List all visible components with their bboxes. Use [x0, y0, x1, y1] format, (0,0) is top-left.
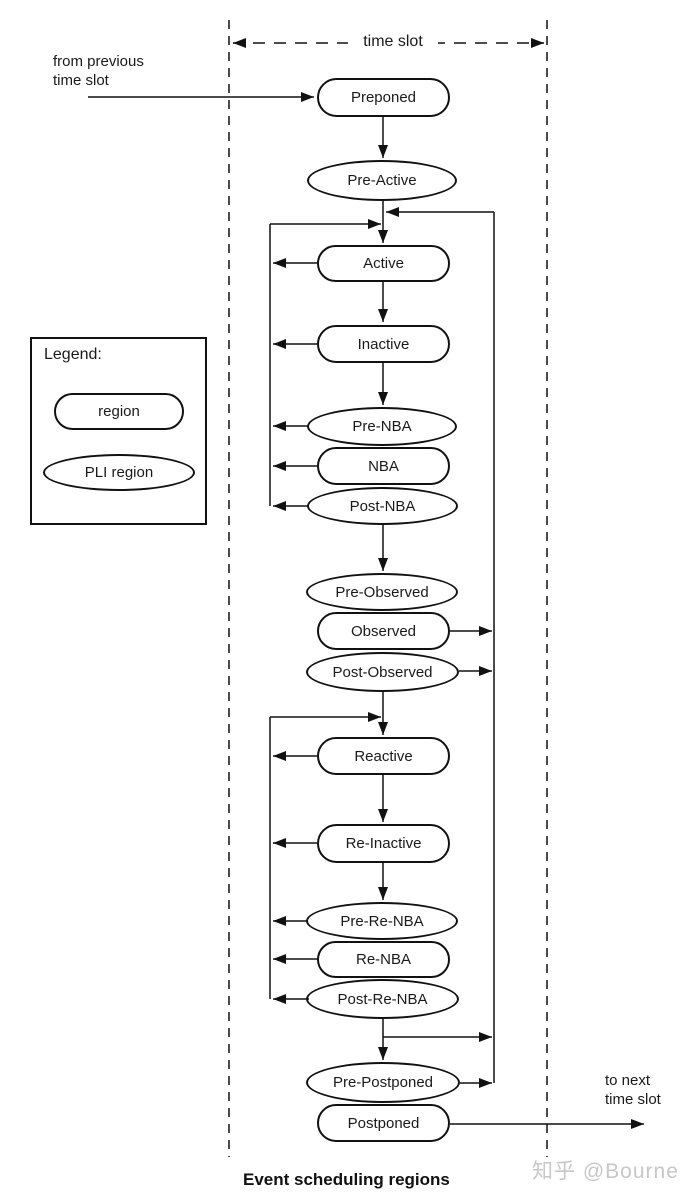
node-pre-re-nba: Pre-Re-NBA [306, 902, 458, 940]
watermark: 知乎 @Bourne [532, 1160, 679, 1183]
node-pre-postponed: Pre-Postponed [306, 1062, 460, 1103]
from-previous-line1: from previous [53, 53, 144, 70]
node-postponed: Postponed [317, 1104, 450, 1142]
node-label: NBA [368, 457, 399, 475]
node-label: Pre-Re-NBA [340, 912, 424, 930]
node-post-nba: Post-NBA [307, 487, 458, 525]
node-re-nba: Re-NBA [317, 941, 450, 978]
node-label: Re-Inactive [345, 835, 422, 852]
from-previous-line2: time slot [53, 72, 109, 89]
node-pre-nba: Pre-NBA [307, 407, 457, 446]
legend-box: Legend: region PLI region [30, 337, 207, 525]
legend-pli-region-label: PLI region [84, 464, 154, 481]
to-next-line1: to next [605, 1072, 651, 1089]
node-re-inactive: Re-Inactive [317, 824, 450, 863]
node-post-re-nba: Post-Re-NBA [306, 979, 459, 1019]
node-nba: NBA [317, 447, 450, 485]
legend-region-label: region [98, 403, 140, 420]
node-label: Post-Re-NBA [337, 990, 428, 1008]
node-reactive: Reactive [317, 737, 450, 775]
node-label: Observed [350, 622, 417, 640]
node-pre-observed: Pre-Observed [306, 573, 458, 611]
to-next-line2: time slot [605, 1091, 661, 1108]
node-label: Pre-Postponed [332, 1074, 434, 1091]
node-label: Post-NBA [349, 497, 416, 515]
node-observed: Observed [317, 612, 450, 650]
node-label: Inactive [357, 335, 410, 353]
node-label: Preponed [350, 89, 417, 106]
node-label: Pre-Active [347, 172, 417, 189]
from-previous-label: from previous time slot [53, 52, 144, 90]
diagram-caption: Event scheduling regions [243, 1170, 450, 1189]
node-inactive: Inactive [317, 325, 450, 363]
legend-region-shape: region [54, 393, 184, 430]
to-next-label: to next time slot [605, 1071, 661, 1109]
node-label: Active [363, 255, 404, 272]
node-label: Postponed [347, 1114, 420, 1132]
node-label: Pre-NBA [352, 418, 412, 435]
node-label: Reactive [354, 747, 413, 765]
node-label: Post-Observed [332, 663, 433, 681]
legend-pli-region-shape: PLI region [43, 454, 195, 491]
node-post-observed: Post-Observed [306, 652, 459, 692]
node-label: Re-NBA [355, 951, 411, 968]
time-slot-label: time slot [348, 33, 438, 51]
node-label: Pre-Observed [335, 583, 429, 601]
legend-title: Legend: [44, 346, 102, 363]
node-preponed: Preponed [317, 78, 450, 117]
node-active: Active [317, 245, 450, 282]
node-pre-active: Pre-Active [307, 160, 457, 201]
